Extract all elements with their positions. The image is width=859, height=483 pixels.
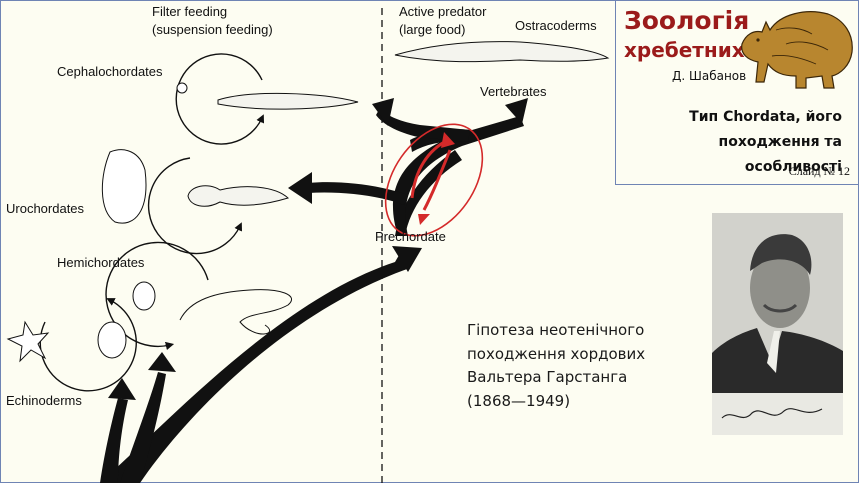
caption-line-1: Гіпотеза неотенічного: [467, 321, 645, 339]
amphioxus-icon: [217, 92, 359, 110]
red-arrowhead-down: [418, 214, 430, 225]
course-subtitle: хребетних: [624, 38, 745, 62]
cephalochordate-cycle: [175, 53, 265, 145]
urochordates-label: Urochordates: [6, 201, 85, 216]
garstang-diagram: [6, 8, 610, 483]
ostracoderm-icon: [394, 41, 610, 63]
caption-line-4: (1868—1949): [467, 391, 571, 410]
author-name: Д. Шабанов: [672, 69, 747, 83]
caption-line-3: Вальтера Гарстанга: [467, 368, 628, 386]
hemichordates-label: Hemichordates: [57, 255, 145, 270]
rhinoceros-logo-icon: [741, 11, 853, 89]
slide-number: Слайд № 12: [788, 164, 850, 178]
garstang-portrait-photo: [712, 213, 843, 435]
topic-line-2: походження та особливості: [718, 134, 842, 175]
tadpole-larva-icon: [187, 185, 289, 207]
signature-icon: [721, 408, 823, 419]
topic-title: Тип Chordata, його походження та особлив…: [622, 105, 842, 180]
hemichordate-cycle: [105, 241, 209, 351]
suspension-feeding-label: (suspension feeding): [152, 22, 273, 37]
echinoderm-larva-icon: [97, 321, 127, 359]
acorn-worm-icon: [179, 289, 293, 335]
hypothesis-caption: Гіпотеза неотенічного походження хордови…: [467, 319, 645, 413]
caption-line-2: походження хордових: [467, 344, 646, 363]
cephalochordates-label: Cephalochordates: [57, 64, 163, 79]
topic-line-1: Тип Chordata, його: [689, 109, 842, 125]
amphioxus-larva-icon: [176, 82, 188, 94]
phylogeny-branches: [100, 98, 528, 483]
course-title: Зоологія: [624, 6, 750, 35]
echinoderms-label: Echinoderms: [6, 393, 82, 408]
large-food-label: (large food): [399, 22, 466, 37]
vertebrates-label: Vertebrates: [480, 84, 547, 99]
filter-feeding-label: Filter feeding: [152, 4, 228, 19]
starfish-icon: [6, 320, 50, 363]
ostracoderms-label: Ostracoderms: [515, 18, 597, 33]
red-arrowhead-up: [441, 132, 455, 148]
active-predator-label: Active predator: [399, 4, 487, 19]
course-title-box: Зоологія хребетних Д. Шабанов Тип Chorda…: [615, 0, 859, 185]
tornaria-larva-icon: [132, 281, 156, 311]
urochordate-cycle: [147, 157, 242, 255]
prechordate-label: Prechordate: [375, 229, 446, 244]
sea-squirt-icon: [101, 149, 147, 224]
